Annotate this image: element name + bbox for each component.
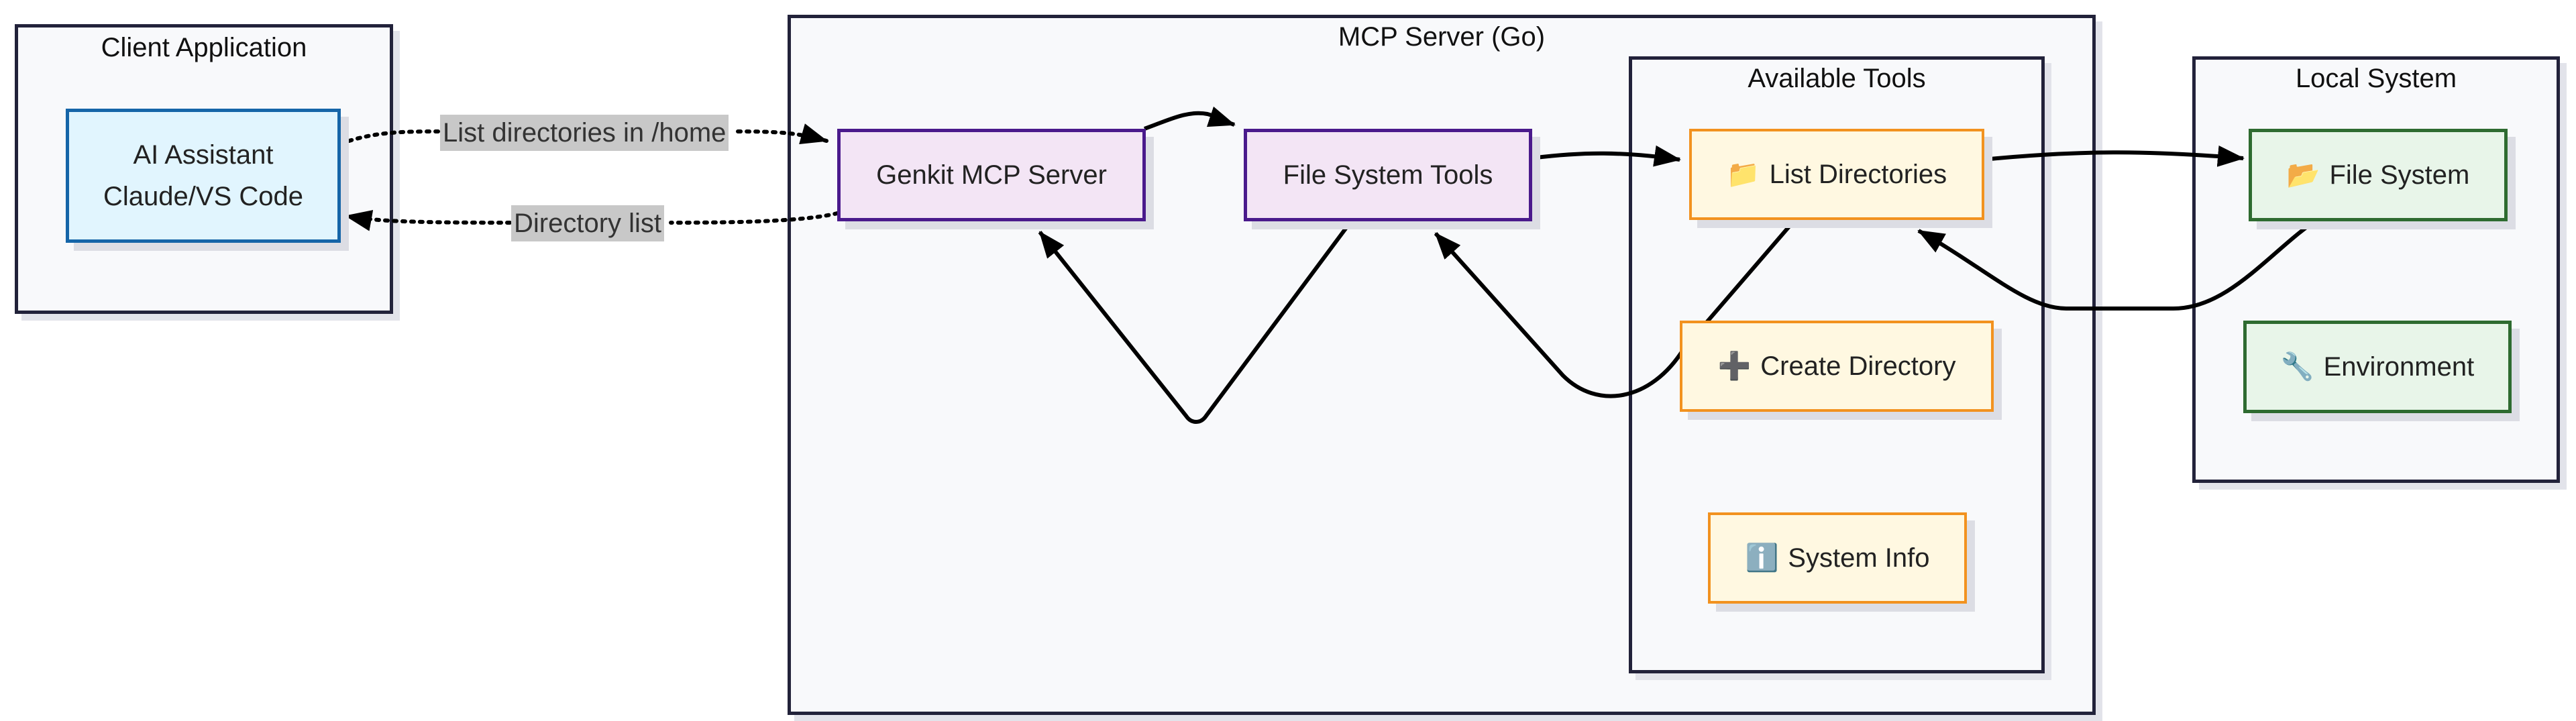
create-directory-label: Create Directory: [1760, 351, 1956, 381]
ai-assistant-line2: Claude/VS Code: [103, 182, 303, 211]
genkit-mcp-server-label: Genkit MCP Server: [876, 160, 1107, 190]
edge-request: [339, 131, 826, 144]
open-folder-icon: 📂: [2286, 160, 2320, 190]
list-directories-label: List Directories: [1769, 160, 1947, 189]
edge-fstools-to-genkit: [1038, 220, 1353, 424]
system-info-node[interactable]: ℹ️ System Info: [1708, 512, 1967, 604]
file-system-node[interactable]: 📂 File System: [2249, 129, 2508, 221]
wrench-icon: 🔧: [2280, 352, 2314, 382]
ai-assistant-node[interactable]: AI Assistant Claude/VS Code: [66, 109, 341, 243]
file-system-tools-label: File System Tools: [1283, 160, 1493, 190]
edge-listdirs-to-filesystem: [1982, 145, 2245, 167]
edge-response: [346, 213, 839, 223]
info-icon: ℹ️: [1745, 543, 1779, 573]
environment-node[interactable]: 🔧 Environment: [2243, 321, 2512, 413]
file-system-label: File System: [2329, 160, 2470, 190]
edge-filesystem-to-listdirs: [1917, 219, 2316, 311]
file-system-tools-node[interactable]: File System Tools: [1244, 129, 1532, 221]
system-info-label: System Info: [1788, 543, 1930, 573]
local-system-title: Local System: [2295, 64, 2457, 93]
edge-fstools-to-listdirs: [1530, 145, 1681, 167]
list-directories-node[interactable]: 📁 List Directories: [1689, 129, 1984, 220]
edge-genkit-to-fstools: [1144, 106, 1236, 131]
edge-label-request: List directories in /home: [440, 115, 729, 151]
plus-icon: ➕: [1717, 351, 1752, 381]
genkit-mcp-server-node[interactable]: Genkit MCP Server: [837, 129, 1146, 221]
edge-label-response: Directory list: [511, 205, 665, 241]
client-application-title: Client Application: [101, 33, 307, 62]
edge-listdirs-to-fstools: [1434, 221, 1794, 398]
folder-icon: 📁: [1726, 160, 1760, 189]
create-directory-node[interactable]: ➕ Create Directory: [1680, 321, 1994, 412]
mcp-server-title: MCP Server (Go): [1338, 22, 1546, 52]
environment-label: Environment: [2323, 352, 2475, 382]
ai-assistant-line1: AI Assistant: [133, 140, 274, 170]
available-tools-title: Available Tools: [1748, 64, 1926, 93]
